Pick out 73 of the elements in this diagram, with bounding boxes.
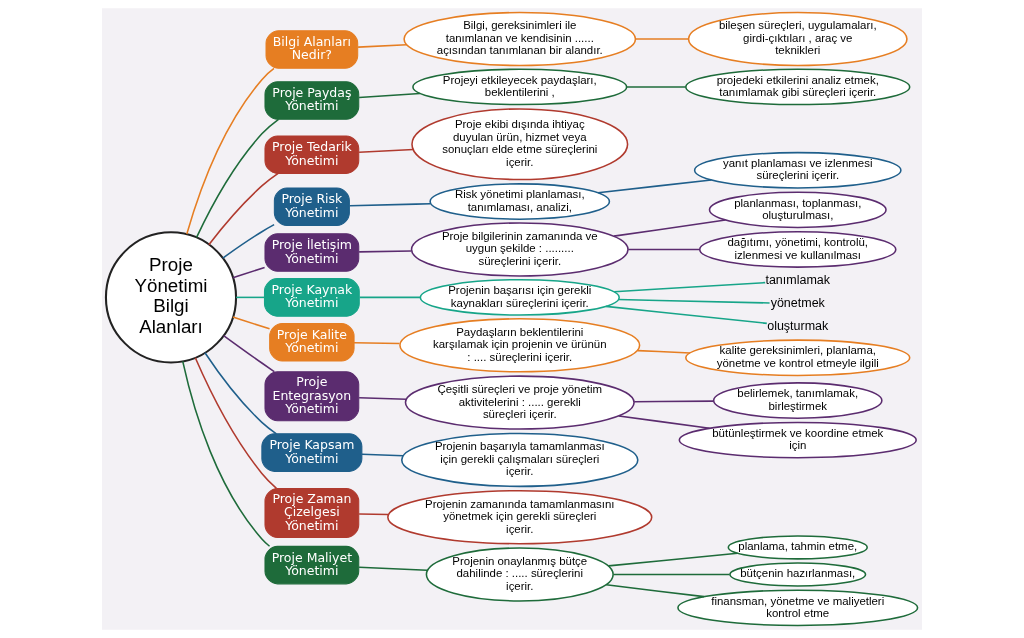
node-box: Proje Tedarik Yönetimi (264, 135, 360, 174)
connector (605, 305, 768, 325)
node-ellipse: Projenin zamanında tamamlanmasını yönetmek için gerekli süreçleri içerir. (387, 489, 653, 545)
connector (612, 573, 731, 576)
connector (348, 203, 432, 207)
connector (204, 352, 278, 435)
connector (358, 513, 389, 516)
connector (617, 298, 771, 304)
node-ellipse: Proje ekibi dışında ihtiyaç duyulan ürün, hizmet veya sonuçları elde etme süreçlerini içerir. (411, 108, 629, 181)
node-text: oluşturmak (767, 318, 829, 333)
connector (358, 92, 421, 99)
connector (232, 316, 271, 330)
connector (358, 250, 413, 253)
connector (358, 148, 415, 154)
node-ellipse: finansman, yönetme ve maliyetleri kontrol etme (677, 589, 919, 627)
connector (627, 248, 701, 251)
connector (613, 219, 727, 237)
connector (358, 396, 408, 400)
node-box: Proje Paydaş Yönetimi (264, 81, 360, 120)
node-box: Proje Zaman Çizelgesi Yönetimi (264, 488, 360, 539)
node-ellipse: yanıt planlaması ve izlenmesi süreçlerini içerir. (693, 151, 902, 189)
node-ellipse: Bilgi, gereksinimleri ile tanımlanan ve kendisinin ...... açısından tanımlanan bir alandır. (403, 11, 637, 67)
node-ellipse: belirlemek, tanımlamak, birleştirmek (712, 382, 883, 419)
node-ellipse: bütçenin hazırlanması, (729, 562, 867, 587)
connector (194, 356, 278, 490)
connector (361, 453, 404, 457)
connector (635, 38, 690, 40)
connector (353, 342, 401, 345)
node-box: Proje Kaynak Yönetimi (263, 278, 360, 317)
node-ellipse: dağıtımı, yönetimi, kontrolü, izlenmesi ve kullanılması (698, 231, 897, 268)
node-ellipse: Projenin onaylanmış bütçe dahilinde : ..... süreçlerini içerir. (425, 547, 614, 602)
node-ellipse: Paydaşların beklentilerini karşılamak için projenin ve ürünün : .... süreçlerini içerir. (399, 318, 641, 373)
node-box: Bilgi Alanları Nedir? (265, 30, 359, 69)
connector (358, 566, 428, 572)
node-ellipse: Projeyi etkileyecek paydaşları, beklentilerini , (412, 68, 628, 106)
connector (222, 223, 275, 259)
node-ellipse: Projenin başarısı için gerekli kaynakları süreçlerini içerir. (419, 278, 620, 316)
connector (208, 172, 279, 246)
connector (235, 296, 266, 299)
node-ellipse: kalite gereksinimleri, planlama, yönetme ve kontrol etmeyle ilgili (685, 339, 911, 377)
connector (222, 334, 276, 373)
connector (613, 281, 766, 293)
node-ellipse: bileşen süreçleri, uygulamaları, girdi-çıktıları , araç ve teknikleri (687, 11, 908, 67)
node-box: Proje Kapsam Yönetimi (261, 433, 363, 472)
connector (358, 296, 421, 299)
node-box: Proje Risk Yönetimi (273, 187, 350, 226)
connector (633, 400, 715, 403)
connector (181, 360, 271, 548)
connector (625, 86, 687, 88)
connector (195, 118, 280, 239)
node-ellipse: Projenin başarıyla tamamlanması için gerekli çalışmaları süreçleri içerir. (401, 432, 639, 488)
node-box: Proje Kalite Yönetimi (269, 322, 355, 362)
connector (637, 349, 691, 354)
node-ellipse: planlanması, toplanması, oluşturulması, (708, 191, 887, 229)
node-text: yönetmek (770, 295, 825, 310)
connector (597, 179, 713, 194)
node-box: Proje Entegrasyon Yönetimi (264, 371, 360, 422)
connector (607, 552, 739, 567)
node-ellipse: Risk yönetimi planlaması, tanımlaması, analizi, (429, 183, 611, 220)
node-ellipse: projedeki etkilerini analiz etmek, tanımlamak gibi süreçleri içerir. (685, 68, 911, 106)
node-text: tanımlamak (765, 272, 831, 287)
connector (605, 584, 705, 598)
node-ellipse: bütünleştirmek ve koordine etmek için (678, 421, 917, 459)
node-ellipse: planlama, tahmin etme, (727, 535, 868, 560)
connector (618, 415, 711, 430)
connector (232, 266, 266, 279)
node-ellipse: Çeşitli süreçleri ve proje yönetim aktivitelerini : ..... gerekli süreçleri içerir. (404, 375, 635, 430)
node-circle: Proje Yönetimi Bilgi Alanları (104, 231, 238, 364)
connector (186, 67, 275, 235)
node-ellipse: Proje bilgilerinin zamanında ve uygun şekilde : ......... süreçlerini içerir. (410, 222, 629, 277)
node-box: Proje İletişim Yönetimi (264, 233, 360, 272)
connector (357, 43, 408, 48)
node-box: Proje Maliyet Yönetimi (264, 545, 360, 585)
